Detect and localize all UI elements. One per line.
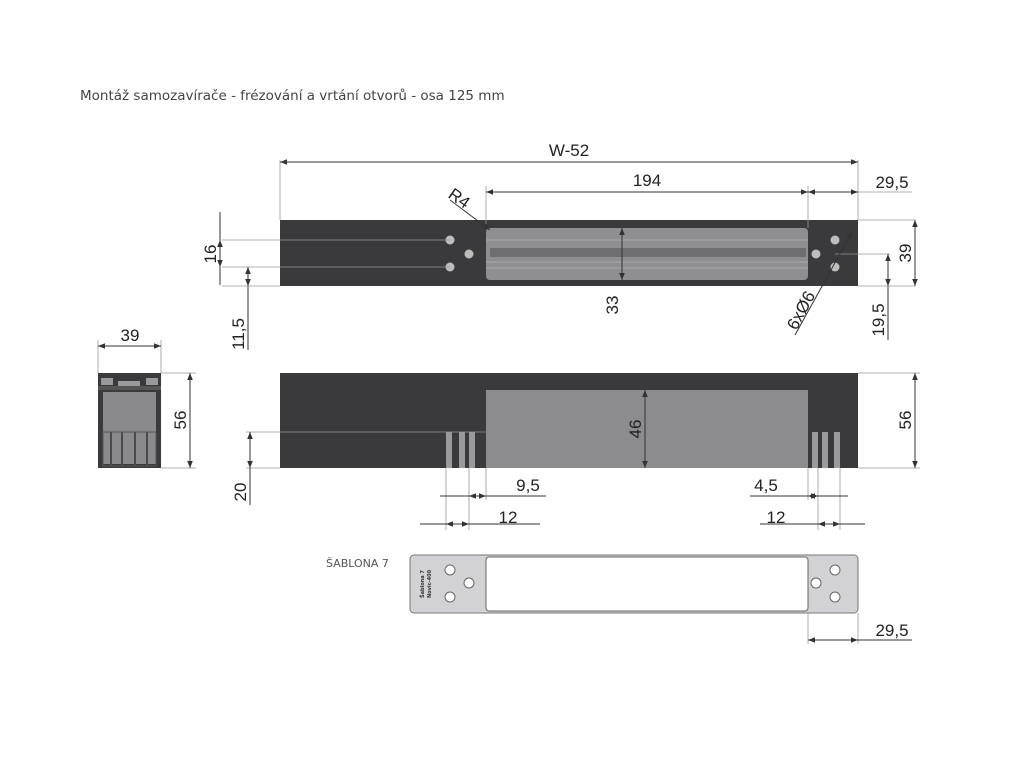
dim-right-hole: 4,5 (754, 476, 778, 495)
pocket-groove (490, 248, 806, 257)
drawing-title: Montáž samozavírače - frézování a vrtání… (80, 88, 505, 104)
hole-icon (464, 249, 474, 259)
section-view: 39 56 (97, 326, 196, 469)
template-label: ŠABLONA 7 (326, 557, 389, 570)
dim-front-height: 56 (896, 411, 915, 430)
template-view: ŠABLONA 7 Šablona 7 Novic-400 29,5 (326, 554, 912, 644)
dim-section-width: 39 (121, 326, 140, 345)
dim-offset: 29,5 (875, 173, 908, 192)
template-hole-icon (463, 577, 475, 589)
template-stamp-line1: Šablona 7 (419, 570, 426, 598)
dim-right-width: 12 (767, 508, 786, 527)
dim-left-hole: 9,5 (516, 476, 540, 495)
dim-depth: 39 (896, 244, 915, 263)
template-hole-icon (444, 564, 456, 576)
template-hole-icon (829, 591, 841, 603)
dim-hole-spacing: 16 (201, 245, 220, 264)
dim-bottom: 20 (231, 483, 250, 502)
dim-template-offset: 29,5 (875, 621, 908, 640)
template-hole-icon (810, 577, 822, 589)
front-view: 46 56 20 9,5 12 4,5 12 (231, 372, 920, 530)
dim-holes: 6xØ6 (783, 288, 819, 333)
template-window (485, 556, 809, 612)
dim-center: 33 (603, 296, 622, 315)
dim-length: 194 (633, 171, 661, 190)
template-stamp-line2: Novic-400 (427, 569, 433, 598)
front-pocket (486, 390, 808, 468)
template-hole-icon (444, 591, 456, 603)
dim-pocket-height: 46 (626, 420, 645, 439)
hole-icon (830, 235, 840, 245)
dim-width: W-52 (549, 141, 589, 160)
dim-hole-edge: 19,5 (869, 303, 888, 336)
hole-icon (811, 249, 821, 259)
dim-radius: R4 (445, 184, 474, 212)
template-hole-icon (829, 564, 841, 576)
hole-icon (830, 262, 840, 272)
dim-section-height: 56 (171, 411, 190, 430)
dim-edge: 11,5 (229, 318, 248, 350)
dim-left-width: 12 (499, 508, 518, 527)
top-view: W-52 194 29,5 R4 16 11,5 33 6xØ6 39 19,5 (201, 141, 918, 350)
